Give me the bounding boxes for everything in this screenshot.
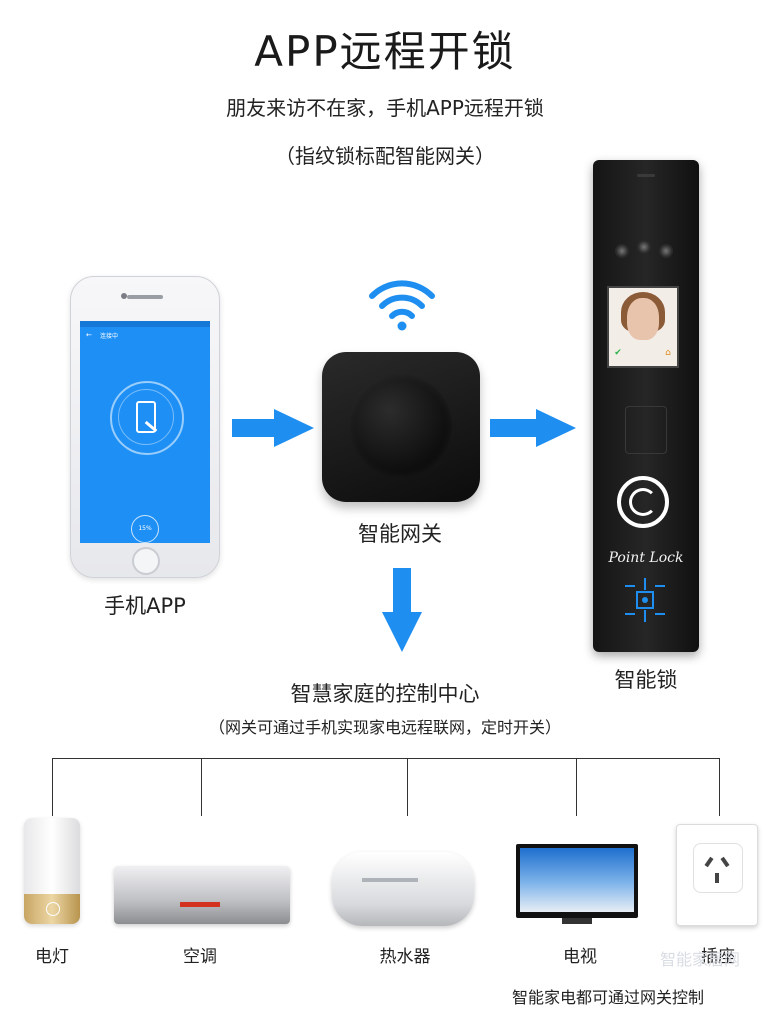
hub-note: （网关可通过手机实现家电远程联网，定时开关）: [208, 718, 561, 737]
air-conditioner-device: [114, 866, 290, 924]
water-heater-device: [332, 852, 474, 926]
hub-drop: [576, 758, 577, 816]
socket-face: [693, 843, 743, 893]
gateway-dome: [348, 374, 452, 478]
lock-brand: Point Lock: [608, 550, 684, 566]
phone-statusbar: [80, 321, 210, 327]
lock-icon: [136, 401, 156, 433]
phone-illustration: ← 连接中 15%: [70, 276, 220, 578]
arrow-right-head: [274, 409, 314, 447]
phone-home-button: [132, 547, 160, 575]
arrow-right-head: [536, 409, 576, 447]
phone-camera: [121, 293, 127, 299]
gateway-label: 智能网关: [358, 522, 442, 546]
device-label-socket: 插座: [701, 947, 735, 967]
back-arrow-icon: ←: [86, 331, 92, 339]
lock-display: ✔ ⌂: [607, 286, 679, 368]
progress-circle: 15%: [131, 515, 159, 543]
arrow-right-icon: [232, 419, 274, 437]
gateway-device: [322, 352, 480, 502]
page-subtitle: 朋友来访不在家，手机APP远程开锁: [226, 96, 544, 120]
lamp-device: [24, 818, 80, 924]
arrow-right-icon: [490, 419, 536, 437]
hub-drop: [407, 758, 408, 816]
socket-device: [676, 824, 758, 926]
keypad-area: [625, 406, 667, 454]
tv-stand: [562, 918, 592, 924]
hub-title: 智慧家庭的控制中心: [290, 682, 480, 706]
tv-device: [516, 844, 638, 918]
lock-camera-mid: [637, 240, 651, 254]
device-label-tv: 电视: [563, 947, 597, 967]
lock-camera-left: [615, 244, 629, 258]
circuit-icon: [625, 578, 665, 622]
face-image: [627, 298, 659, 340]
device-label-lamp: 电灯: [35, 947, 69, 967]
home-icon: ⌂: [665, 348, 671, 358]
fingerprint-icon: [617, 476, 669, 528]
hub-drop: [201, 758, 202, 816]
ring-graphic: [110, 381, 184, 455]
phone-label: 手机APP: [104, 594, 186, 618]
page-note: （指纹锁标配智能网关）: [275, 144, 495, 168]
page-title: APP远程开锁: [254, 27, 516, 76]
phone-screen-title: 连接中: [100, 333, 119, 340]
tv-screen: [520, 848, 634, 912]
hub-drop: [719, 758, 720, 816]
arrow-down-icon: [393, 568, 411, 612]
wifi-icon: [369, 280, 435, 331]
fingerprint-inner-icon: [629, 488, 657, 516]
hub-drop: [52, 758, 53, 816]
arrow-down-head: [382, 612, 422, 652]
lamp-logo-icon: [46, 902, 60, 916]
phone-speaker: [127, 295, 163, 299]
lock-label: 智能锁: [614, 668, 678, 692]
device-label-ac: 空调: [183, 947, 217, 967]
lock-camera-right: [659, 244, 673, 258]
hub-connector: [52, 758, 720, 759]
watermark: 智能家居网: [660, 950, 741, 969]
ring-graphic-inner: [118, 389, 174, 445]
smart-lock-device: ✔ ⌂ Point Lock: [593, 160, 699, 652]
check-icon: ✔: [614, 348, 622, 358]
socket-hole: [715, 873, 719, 883]
footer-note: 智能家电都可通过网关控制: [512, 988, 705, 1007]
water-heater-panel: [362, 878, 418, 882]
ac-display: [180, 902, 220, 907]
device-label-heater: 热水器: [379, 947, 431, 967]
phone-screen: ← 连接中 15%: [80, 321, 210, 543]
lock-sensor-slit: [637, 174, 655, 177]
phone-topbar: ← 连接中: [80, 327, 210, 343]
